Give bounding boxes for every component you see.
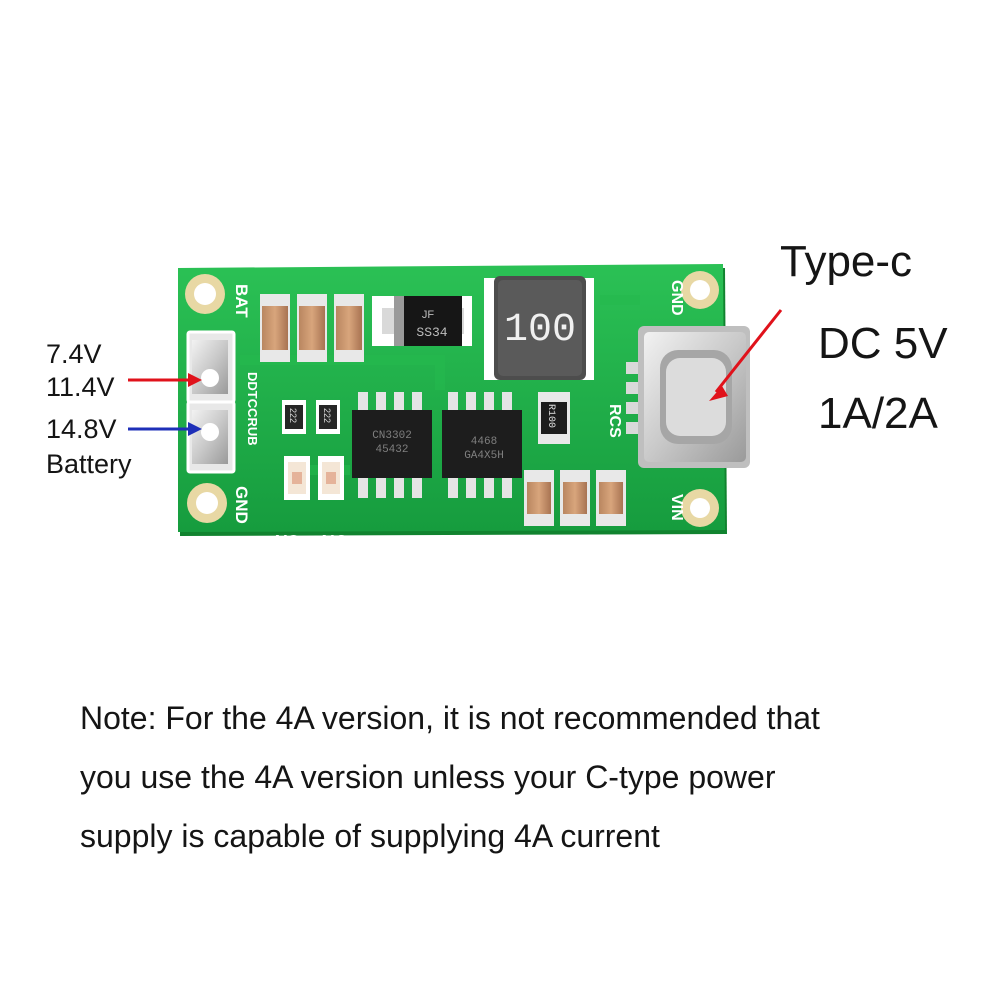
- cap-marking-2: 222: [322, 408, 332, 423]
- note-line-1: Note: For the 4A version, it is not reco…: [80, 700, 820, 736]
- voltage-label-14v8: 14.8V: [46, 414, 117, 444]
- battery-pad-negative: [186, 400, 236, 474]
- ic1-marking-2: 45432: [375, 444, 408, 456]
- type-c-label: Type-c: [780, 237, 913, 286]
- cap-marking-1: 222: [288, 408, 298, 423]
- silk-vin: VIN: [668, 494, 685, 521]
- silk-ok: OK: [322, 531, 348, 550]
- note-line-3: supply is capable of supplying 4A curren…: [80, 818, 660, 854]
- dc-voltage-label: DC 5V: [818, 319, 948, 368]
- mounting-hole-top-left: [185, 274, 225, 314]
- resistor-marking: R100: [545, 404, 556, 428]
- note-line-2: you use the 4A version unless your C-typ…: [80, 759, 776, 795]
- mounting-hole-bottom-right: [681, 489, 719, 527]
- capacitor-row-bottom: [524, 470, 626, 526]
- led-cr: [284, 456, 310, 500]
- led-ok: [318, 456, 344, 500]
- red-arrow-battery-plus: [128, 373, 202, 387]
- diode-marking-2: SS34: [416, 325, 447, 340]
- red-arrow-type-c: [709, 309, 783, 401]
- schottky-diode: JF SS34: [372, 296, 472, 346]
- mounting-hole-bottom-left: [187, 483, 227, 523]
- silk-rcs: RCS: [606, 404, 623, 438]
- ic2-marking-2: GA4X5H: [464, 450, 504, 462]
- ic2-marking-1: 4468: [471, 436, 497, 448]
- mosfet-ic: 4468 GA4X5H: [442, 392, 522, 498]
- voltage-label-7v4: 7.4V: [46, 339, 102, 369]
- ic1-marking-1: CN3302: [372, 430, 412, 442]
- inductor-marking: 100: [504, 308, 576, 353]
- capacitor-row-top: [260, 294, 364, 362]
- capacitor-222-a: 222: [282, 400, 306, 434]
- inductor: 100: [484, 276, 594, 380]
- diode-marking-1: JF: [422, 309, 435, 321]
- voltage-label-11v4: 11.4V: [46, 372, 115, 402]
- mounting-hole-top-right: [681, 271, 719, 309]
- blue-arrow-battery-minus: [128, 422, 202, 436]
- current-rating-label: 1A/2A: [818, 389, 938, 438]
- silk-model: DDTCCRUB: [245, 372, 260, 446]
- silk-cr: CR: [275, 531, 300, 550]
- silk-bat: BAT: [232, 284, 251, 318]
- sense-resistor: R100: [538, 392, 570, 444]
- battery-label: Battery: [46, 449, 132, 479]
- silk-gnd-left: GND: [232, 486, 251, 524]
- silk-gnd-right: GND: [668, 280, 685, 316]
- battery-pad-positive: [186, 330, 236, 404]
- capacitor-222-b: 222: [316, 400, 340, 434]
- charger-ic: CN3302 45432: [352, 392, 432, 498]
- usb-type-c-connector: [626, 326, 750, 468]
